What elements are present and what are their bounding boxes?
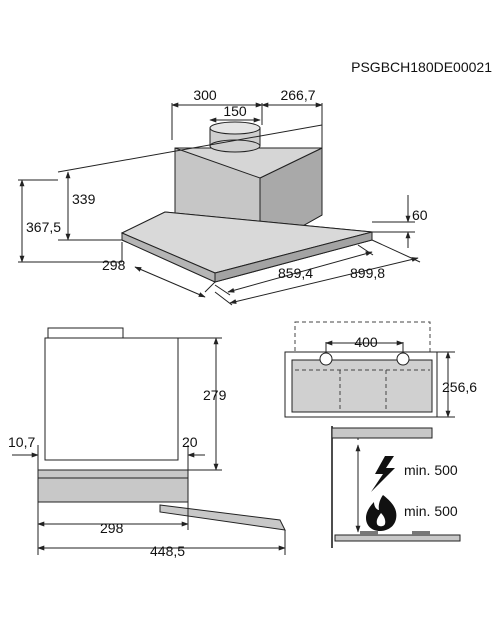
- mounting-hole-right: [396, 352, 410, 366]
- dim-298-iso: 298: [102, 257, 126, 273]
- mounting-hole-left: [319, 352, 333, 366]
- dim-400: 400: [354, 334, 378, 350]
- clearance-view: min. 500 min. 500: [331, 426, 461, 548]
- hood-underside: [331, 427, 433, 439]
- dim-20: 20: [182, 434, 198, 450]
- dim-448-5: 448,5: [150, 543, 185, 559]
- flame-icon: [366, 495, 397, 531]
- isometric-view: 300 150 266,7 339 367,5 60 298 859,4: [18, 87, 428, 306]
- product-code: PSGBCH180DE00021: [351, 59, 492, 75]
- dim-899-8: 899,8: [350, 265, 385, 281]
- gas-clearance: min. 500: [404, 503, 458, 519]
- dim-266-7: 266,7: [280, 87, 315, 103]
- dim-298-side: 298: [100, 520, 124, 536]
- dim-256-6: 256,6: [442, 379, 477, 395]
- side-view: 279 10,7 20 298 448,5: [8, 327, 286, 559]
- dim-60: 60: [412, 207, 428, 223]
- dim-10-7: 10,7: [8, 434, 35, 450]
- dim-367-5: 367,5: [26, 219, 61, 235]
- dim-279: 279: [203, 387, 227, 403]
- lightning-icon: [371, 456, 395, 492]
- dim-300: 300: [193, 87, 217, 103]
- visor: [159, 504, 286, 531]
- dim-150: 150: [223, 103, 247, 119]
- electric-clearance: min. 500: [404, 462, 458, 478]
- side-body: [44, 337, 179, 461]
- bracket-view: 400 256,6: [284, 321, 477, 418]
- side-slider: [37, 469, 189, 503]
- dim-339: 339: [72, 191, 96, 207]
- dim-859-4: 859,4: [278, 265, 313, 281]
- hob: [334, 534, 461, 542]
